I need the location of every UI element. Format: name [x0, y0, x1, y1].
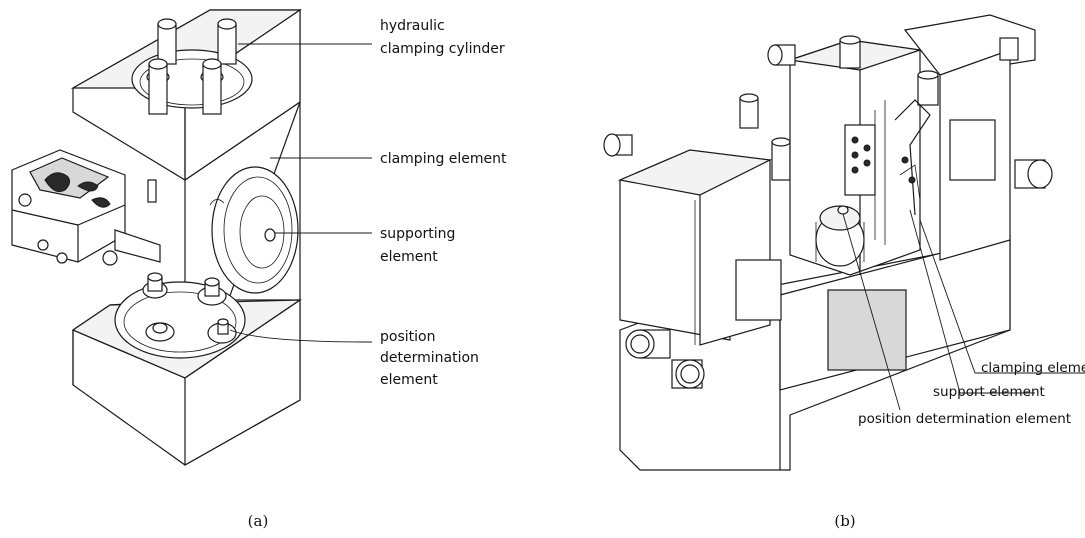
left-housing-window [735, 259, 782, 321]
label-position-line3: element [380, 372, 438, 388]
right-housing-window [949, 119, 996, 181]
label-position-line2: determination [380, 350, 479, 366]
clamp-arm [894, 99, 931, 216]
clamping-pad [211, 166, 299, 294]
right-top-block [999, 37, 1019, 61]
left-cylinder-b [771, 141, 791, 181]
label-supporting-line2: element [380, 249, 438, 265]
label-support-element-b: support element [933, 384, 1045, 400]
label-position-line1: position [380, 329, 435, 345]
leader-position-a [229, 329, 373, 343]
label-clamping-element-a: clamping element [380, 151, 507, 167]
supporting-pin [264, 228, 276, 242]
leader-support-b [909, 209, 1035, 394]
central-slide [844, 124, 876, 196]
fixture-drawing-a: hydraulic clamping cylinder clamping ele… [11, 8, 507, 530]
left-connectors [603, 133, 705, 389]
label-position-determination-b: position determination element [858, 411, 1071, 427]
hydraulic-cylinder-group [146, 18, 237, 115]
label-supporting-line1: supporting [380, 226, 455, 242]
fixture-drawing-b: clamping element support element positio… [603, 14, 1085, 530]
workpiece [11, 149, 161, 266]
caption-b: (b) [834, 512, 855, 530]
leader-position-b [842, 213, 901, 411]
position-pin-b [837, 205, 849, 215]
caption-a: (a) [248, 512, 269, 530]
label-clamping-element-b: clamping element [981, 360, 1085, 376]
label-hydraulic-line1: hydraulic [380, 18, 445, 34]
base-window [827, 289, 907, 371]
label-hydraulic-line2: clamping cylinder [380, 41, 505, 57]
leader-clamping-b [919, 219, 1085, 374]
position-pin-group [142, 272, 237, 344]
